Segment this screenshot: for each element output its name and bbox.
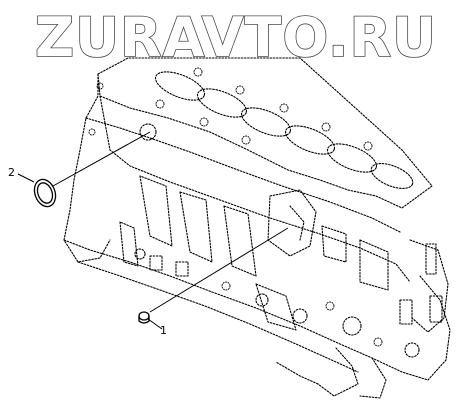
- plug-part[interactable]: [138, 311, 150, 324]
- leader-line-1: [147, 227, 289, 330]
- seal-ring-part[interactable]: [31, 176, 59, 209]
- engine-block-drawing: [63, 57, 451, 399]
- callout-number-2: 2: [8, 166, 15, 179]
- callout-number-1: 1: [160, 324, 167, 337]
- leader-lines: [17, 131, 289, 330]
- cylinder-bores: [154, 67, 414, 189]
- block-side-face: [99, 95, 411, 283]
- leader-line-2: [17, 131, 151, 187]
- block-top-deck: [97, 57, 433, 209]
- block-left-face: [63, 73, 111, 263]
- watermark-text: ZURAVTO.RU: [35, 6, 437, 69]
- block-lower-skirt: [63, 239, 451, 381]
